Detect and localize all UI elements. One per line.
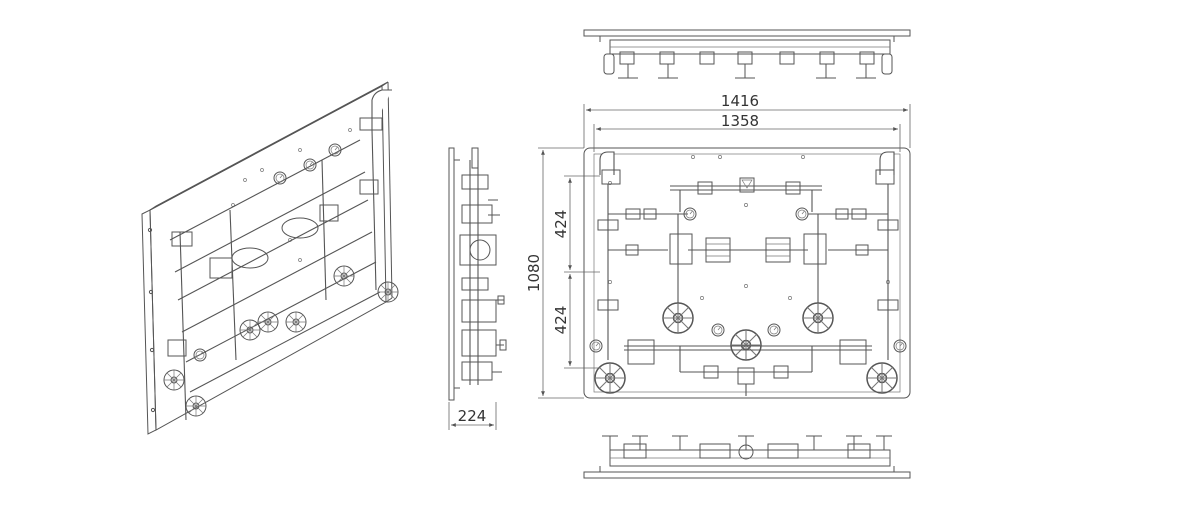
bottom-view: [583, 435, 911, 479]
front-view: [583, 147, 911, 399]
height-dimension: 1080: [525, 254, 543, 292]
lower-spacing-dimension: 424: [552, 306, 570, 335]
isometric-view: [141, 81, 399, 435]
top-view: [583, 29, 911, 79]
depth-dimension: 224: [458, 407, 487, 425]
dimension-lines: 1416 1358 1080 424 424: [525, 92, 911, 399]
overall-width-dimension: 1416: [721, 92, 759, 110]
frame-width-dimension: 1358: [721, 112, 759, 130]
side-view: 224: [448, 147, 507, 430]
upper-spacing-dimension: 424: [552, 210, 570, 239]
